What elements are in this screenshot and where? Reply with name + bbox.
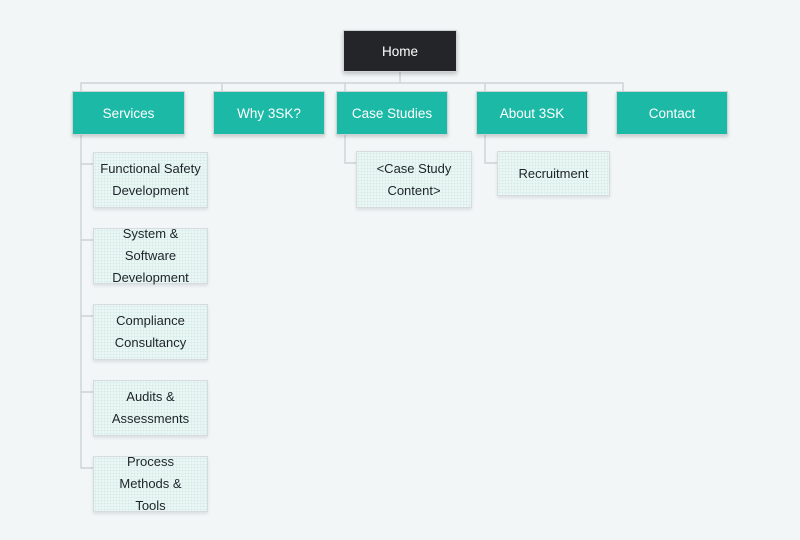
connector-case-studies-child	[344, 134, 357, 164]
node-about-3sk[interactable]: About 3SK	[476, 91, 588, 135]
node-case-studies[interactable]: Case Studies	[336, 91, 448, 135]
node-contact[interactable]: Contact	[616, 91, 728, 135]
node-process-methods-tools[interactable]: Process Methods & Tools	[93, 454, 208, 513]
node-services[interactable]: Services	[72, 91, 185, 135]
node-recruitment[interactable]: Recruitment	[497, 151, 610, 196]
node-home[interactable]: Home	[343, 30, 457, 72]
node-why-3sk[interactable]: Why 3SK?	[213, 91, 325, 135]
connector-home-rail	[80, 71, 624, 92]
node-system-software-development[interactable]: System & Software Development	[93, 226, 208, 285]
node-case-study-content[interactable]: <Case Study Content>	[356, 151, 472, 208]
connector-services-children	[80, 134, 94, 469]
connector-about-3sk-child	[484, 134, 498, 164]
node-audits-assessments[interactable]: Audits & Assessments	[93, 380, 208, 436]
node-compliance-consultancy[interactable]: Compliance Consultancy	[93, 304, 208, 360]
node-functional-safety-development[interactable]: Functional Safety Development	[93, 152, 208, 208]
